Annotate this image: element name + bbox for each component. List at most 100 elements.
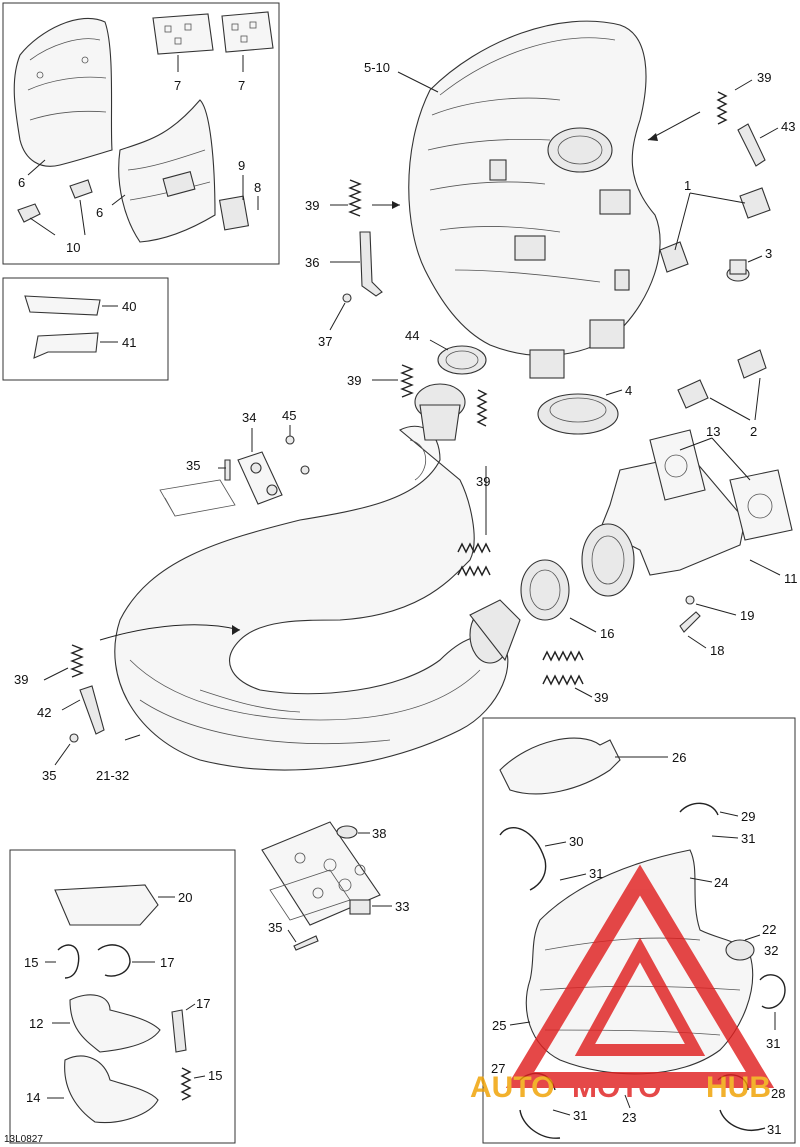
bolt-illustration	[679, 611, 701, 633]
heat-shield-12-illustration	[69, 994, 161, 1053]
callout-label: 6	[96, 205, 103, 220]
bracket-34-assembly-illustration	[159, 435, 310, 517]
clamp-31-illustration	[719, 1109, 766, 1131]
callout-label: 9	[238, 158, 245, 173]
callout-label: 6	[18, 175, 25, 190]
screw-illustration	[293, 935, 319, 951]
callout-label: 26	[672, 750, 686, 765]
callout-label: 41	[122, 335, 136, 350]
spring-illustration	[457, 565, 491, 577]
callout-label: 23	[622, 1110, 636, 1125]
callout-label: 32	[764, 943, 778, 958]
clip-illustration	[677, 379, 709, 409]
callout-label: 43	[781, 119, 795, 134]
exhaust-seal-ring-illustration	[520, 559, 570, 621]
screw-illustration	[342, 293, 352, 303]
heat-shield-small-kit-frame	[9, 849, 236, 1144]
callout-label: 15	[208, 1068, 222, 1083]
clamp-32-illustration	[759, 974, 786, 1009]
decal-40-illustration	[24, 295, 101, 316]
callout-label: 18	[710, 643, 724, 658]
screw-illustration	[69, 733, 79, 743]
callout-label: 39	[14, 672, 28, 687]
callout-label: 2	[750, 424, 757, 439]
callout-label: 33	[395, 899, 409, 914]
callout-label: 10	[66, 240, 80, 255]
mounting-bracket-33-illustration	[261, 821, 381, 926]
spring-illustration	[70, 644, 84, 678]
callout-label: 28	[771, 1086, 785, 1101]
spring-illustration	[400, 364, 414, 398]
callout-label: 39	[305, 198, 319, 213]
bracket-43-illustration	[737, 123, 766, 167]
watermark-triangle-outer	[505, 864, 775, 1088]
callout-label: 34	[242, 410, 256, 425]
spring-illustration	[716, 91, 728, 125]
watermark-triangle-inner	[574, 937, 706, 1056]
callout-label: 39	[476, 474, 490, 489]
watermark-text-hub: HUB	[706, 1071, 771, 1104]
spring-illustration	[348, 179, 362, 217]
clamp-29-illustration	[679, 802, 719, 816]
bracket-36-illustration	[359, 231, 383, 297]
callout-label: 35	[186, 458, 200, 473]
callout-label: 39	[594, 690, 608, 705]
cap-38-illustration	[336, 825, 358, 839]
callout-label: 7	[238, 78, 245, 93]
watermark-text-moto: MOTO	[572, 1071, 661, 1104]
callout-label: 21-32	[96, 768, 129, 783]
callout-label: 39	[757, 70, 771, 85]
callout-label: 22	[762, 922, 776, 937]
stud-illustration	[726, 259, 750, 282]
spring-illustration	[476, 389, 488, 427]
decal-41-illustration	[33, 332, 99, 359]
callout-label: 39	[347, 373, 361, 388]
spring-15-illustration	[180, 1067, 192, 1101]
callout-label: 25	[492, 1018, 506, 1033]
callout-label: 38	[372, 826, 386, 841]
heat-pad-26-illustration	[499, 737, 621, 795]
callout-label: 31	[741, 831, 755, 846]
callout-label: 17	[196, 996, 210, 1011]
decal-kit-frame	[2, 277, 169, 381]
callout-label: 15	[24, 955, 38, 970]
callout-label: 35	[268, 920, 282, 935]
callout-label: 16	[600, 626, 614, 641]
clamp-17-illustration	[97, 944, 131, 977]
callout-label: 37	[318, 334, 332, 349]
callout-label: 20	[178, 890, 192, 905]
callout-label: 31	[766, 1036, 780, 1051]
exhaust-pipe-illustration	[114, 383, 521, 771]
callout-label: 31	[589, 866, 603, 881]
heat-pad-20-illustration	[54, 884, 159, 926]
callout-label: 24	[714, 875, 728, 890]
grommet-4-illustration	[537, 393, 619, 435]
callout-label: 5-10	[364, 60, 390, 75]
callout-label: 42	[37, 705, 51, 720]
muffler-illustration	[408, 20, 661, 379]
spring-illustration	[542, 674, 584, 686]
spring-illustration	[457, 542, 491, 554]
silencer-kit-frame	[482, 717, 796, 1144]
callout-label: 35	[42, 768, 56, 783]
callout-label: 7	[174, 78, 181, 93]
clip-illustration	[17, 179, 93, 223]
callout-label: 31	[767, 1122, 781, 1137]
clamp-30-illustration	[499, 827, 547, 891]
callout-label: 13	[706, 424, 720, 439]
spring-illustration	[542, 650, 584, 662]
callout-label: 30	[569, 834, 583, 849]
clip-17-illustration	[171, 1009, 187, 1053]
callout-label: 12	[29, 1016, 43, 1031]
exhaust-manifold-illustration	[581, 429, 793, 597]
heat-shield-lower-illustration	[118, 99, 250, 243]
clamp-15-illustration	[57, 944, 80, 979]
callout-label: 31	[573, 1108, 587, 1123]
callout-label: 3	[765, 246, 772, 261]
callout-label: 11	[784, 571, 798, 586]
heat-shield-kit-frame	[2, 2, 280, 265]
bracket-42-illustration	[79, 685, 105, 735]
clip-illustration	[737, 349, 767, 379]
clamp-31-illustration	[519, 1109, 561, 1139]
